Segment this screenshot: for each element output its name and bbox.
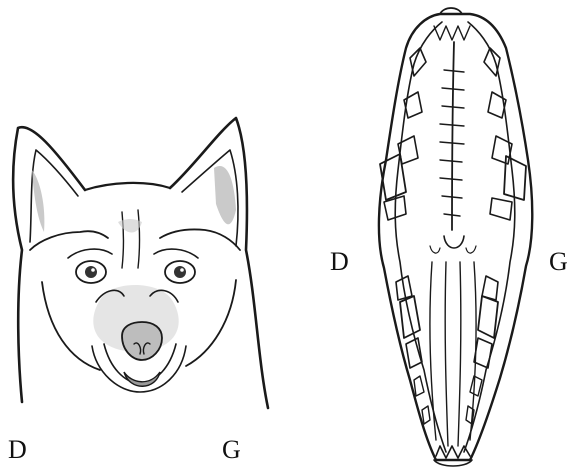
palatal-rugae: [430, 42, 476, 253]
palate-right-label: G: [549, 249, 568, 275]
palate-outline: [379, 8, 532, 460]
palate-left-label: D: [330, 249, 349, 275]
dog-face-right-label: G: [222, 437, 241, 463]
dog-face-left-label: D: [8, 437, 27, 463]
